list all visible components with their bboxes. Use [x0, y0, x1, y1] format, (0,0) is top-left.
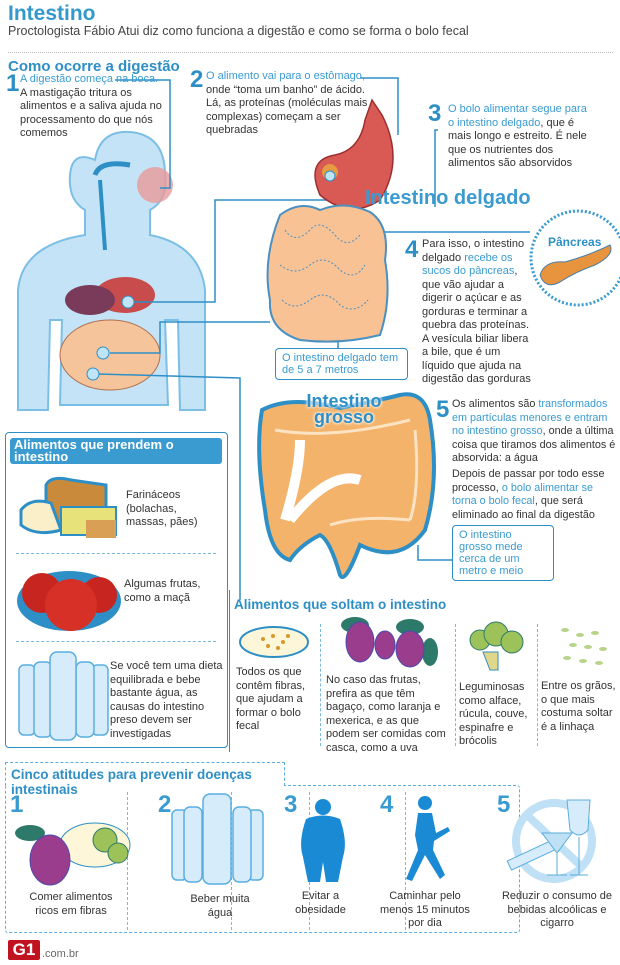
step-2-highlight: O alimento vai para o estômago,	[206, 70, 365, 82]
hold-item-2-text: Algumas frutas, como a maçã	[124, 578, 201, 604]
small-intestine-label: Intestino delgado	[365, 187, 531, 209]
step-2-number: 2	[190, 66, 204, 93]
page-subtitle: Proctologista Fábio Atui diz como funcio…	[8, 24, 469, 38]
loosen-item-4-text: Entre os grãos, o que mais costuma solta…	[541, 680, 616, 733]
step-5-number: 5	[436, 396, 450, 423]
grapes-icon	[341, 617, 438, 668]
step-1-text: A digestão começa na boca. A mastigação …	[20, 73, 170, 141]
step-4-text: Para isso, o intestino delgado recebe os…	[422, 238, 534, 387]
stomach-icon	[314, 98, 394, 210]
loosen-foods-title: Alimentos que soltam o intestino	[234, 597, 447, 612]
body-illustration	[17, 77, 620, 600]
section-title-digestion: Como ocorre a digestão	[8, 58, 180, 75]
mouth-highlight	[137, 167, 173, 203]
prevent-3-text: Evitar a obesidade	[295, 890, 346, 916]
step-1-body: A mastigação tritura os alimentos e a sa…	[20, 86, 162, 140]
step-5-body2: , que será eliminado ao final da digestã…	[452, 495, 595, 521]
body-intestine-icon	[59, 319, 161, 391]
step-5-body: , onde a última coisa que tiramos dos al…	[452, 425, 616, 464]
pancreas-icon	[539, 244, 612, 286]
pancreas-label: Pâncreas	[548, 235, 602, 249]
large-intestine-note: O intestino grosso mede cerca de um metr…	[452, 525, 554, 581]
hold-foods-panel: Alimentos que prendem o intestino Fariná…	[5, 432, 228, 748]
large-intestine-label: Intestino grosso	[306, 391, 382, 427]
walking-person-icon	[406, 796, 450, 881]
divider	[127, 792, 128, 930]
loosen-item-1-text: Todos os que contêm fibras, que ajudam a…	[236, 666, 306, 732]
step-5-pre2: Depois de passar por todo esse processo,	[452, 468, 605, 494]
prevent-2-number: 2	[158, 791, 172, 818]
step-3-highlight: O bolo alimentar segue para o intestino …	[448, 103, 587, 129]
step-5-text-2: Depois de passar por todo esse processo,…	[452, 468, 617, 522]
divider	[455, 624, 456, 746]
prevent-4-text: Caminhar pelo menos 15 minutos por dia	[380, 890, 470, 929]
step-4-body: , que vão ajudar a digerir o açúcar e as…	[422, 265, 531, 385]
prevent-title: Cinco atitudes para prevenir doenças int…	[5, 762, 285, 797]
fiber-foods-icon	[15, 822, 131, 886]
loosen-item-2-text: No caso das frutas, prefira as que têm b…	[326, 674, 446, 754]
small-intestine-note: O intestino delgado tem de 5 a 7 metros	[275, 348, 408, 380]
prevent-5-text: Reduzir o consumo de bebidas alcoólicas …	[501, 890, 613, 929]
step-2-body: onde “toma um banho” de ácido. Lá, as pr…	[206, 83, 368, 137]
large-intestine-icon	[257, 392, 436, 579]
divider	[537, 624, 538, 746]
prevent-5-number: 5	[497, 791, 511, 818]
obese-person-icon	[301, 799, 345, 882]
step-4-number: 4	[405, 236, 419, 263]
bread-icon	[19, 476, 117, 538]
hold-foods-title: Alimentos que prendem o intestino	[10, 438, 222, 464]
footer-domain: .com.br	[42, 948, 79, 960]
prevent-1-text: Comer alimentos ricos em fibras	[29, 891, 113, 917]
g1-logo: G1	[8, 940, 40, 960]
header-divider	[8, 52, 613, 53]
divider	[405, 792, 406, 930]
hold-item-3-text: Se você tem uma dieta equilibrada e bebe…	[110, 660, 223, 740]
step-5-text: Os alimentos são transformados em partíc…	[452, 398, 617, 466]
prevent-1-number: 1	[10, 791, 24, 818]
hold-item-1-text: Farináceos (bolachas, massas, pães)	[126, 489, 198, 528]
page-title: Intestino	[8, 2, 96, 25]
step-3-body: , que é mais longo e estreito. É nele qu…	[448, 116, 587, 170]
divider	[16, 553, 216, 554]
divider	[320, 624, 321, 746]
divider	[16, 641, 216, 642]
step-1-number: 1	[6, 70, 20, 97]
water-bottles-icon	[18, 651, 109, 741]
step-5-pre: Os alimentos são	[452, 398, 539, 410]
flaxseed-icon	[561, 628, 607, 665]
step-3-text: O bolo alimentar segue para o intestino …	[448, 103, 593, 171]
prevent-4-number: 4	[380, 791, 394, 818]
fiber-plate-icon	[239, 626, 309, 658]
no-alcohol-smoking-icon	[506, 799, 596, 883]
step-5-highlight2: o bolo alimentar se torna o bolo fecal	[452, 481, 594, 508]
step-4-highlight: recebe os sucos do pâncreas	[422, 251, 515, 278]
loosen-left-border	[229, 590, 230, 752]
step-3-number: 3	[428, 100, 442, 127]
water-bottles-icon	[171, 793, 264, 885]
step-4-pre: Para isso, o intestino delgado	[422, 238, 525, 264]
broccoli-icon	[469, 621, 524, 671]
loosen-item-3-text: Leguminosas como alface, rúcula, couve, …	[459, 681, 528, 747]
apple-icon	[17, 571, 121, 631]
small-intestine-icon	[266, 204, 389, 343]
step-2-text: O alimento vai para o estômago, onde “to…	[206, 70, 381, 138]
prevent-2-text: Beber muita água	[190, 893, 250, 919]
step-1-highlight: A digestão começa na boca.	[20, 73, 159, 85]
prevent-3-number: 3	[284, 791, 298, 818]
step-5-highlight: transformados em partículas menores e en…	[452, 398, 608, 437]
